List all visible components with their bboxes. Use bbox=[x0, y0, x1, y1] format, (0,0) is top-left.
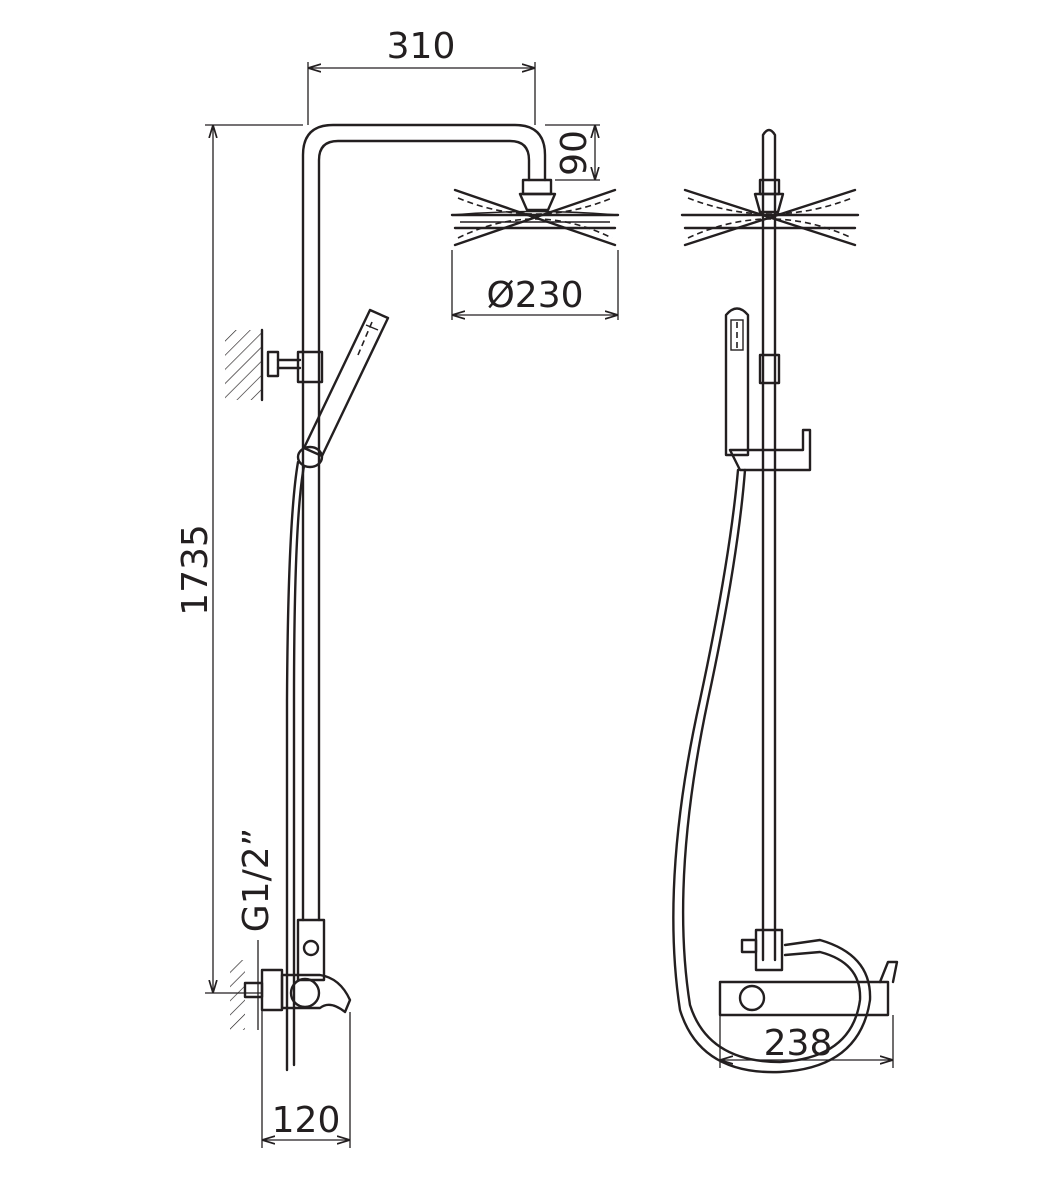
overhead-shower-head bbox=[450, 188, 620, 247]
head-connector bbox=[521, 178, 553, 196]
wall-bracket-plate bbox=[266, 350, 280, 378]
hose bbox=[285, 460, 300, 1072]
dim-mixer-projection: 120 bbox=[272, 1100, 341, 1141]
riser-pipe-outer bbox=[301, 123, 547, 922]
dim-arm-drop: 90 bbox=[554, 130, 595, 176]
hand-shower-holder bbox=[728, 428, 812, 472]
wall-hatch-bottom bbox=[230, 960, 245, 1030]
dim-mixer-width: 238 bbox=[764, 1023, 833, 1064]
dim-inlet-thread: G1/2” bbox=[236, 828, 277, 932]
front-hose bbox=[672, 468, 872, 1074]
side-view bbox=[225, 123, 620, 1072]
mixer-body bbox=[280, 973, 352, 1014]
wall-hatch bbox=[225, 330, 262, 400]
dim-arm-length: 310 bbox=[387, 26, 456, 67]
front-shower-head bbox=[680, 188, 860, 247]
wall-flange bbox=[260, 968, 284, 1012]
front-mixer-body bbox=[718, 980, 890, 1017]
front-diverter bbox=[754, 928, 784, 972]
front-view bbox=[672, 128, 899, 1074]
dim-head-diameter: Ø230 bbox=[486, 275, 583, 316]
dimensions: 310 90 Ø230 1735 G1/2” 120 238 bbox=[175, 26, 894, 1148]
front-hand-shower bbox=[724, 307, 750, 457]
hand-shower bbox=[296, 308, 390, 469]
head-swivel bbox=[518, 192, 557, 212]
front-bracket bbox=[758, 353, 781, 385]
wall-bracket-clamp bbox=[296, 350, 324, 384]
mixer-lever bbox=[878, 960, 899, 984]
riser-pipe-inner bbox=[317, 139, 531, 922]
front-riser bbox=[761, 128, 777, 962]
dim-total-height: 1735 bbox=[175, 524, 216, 616]
diverter bbox=[296, 918, 326, 982]
